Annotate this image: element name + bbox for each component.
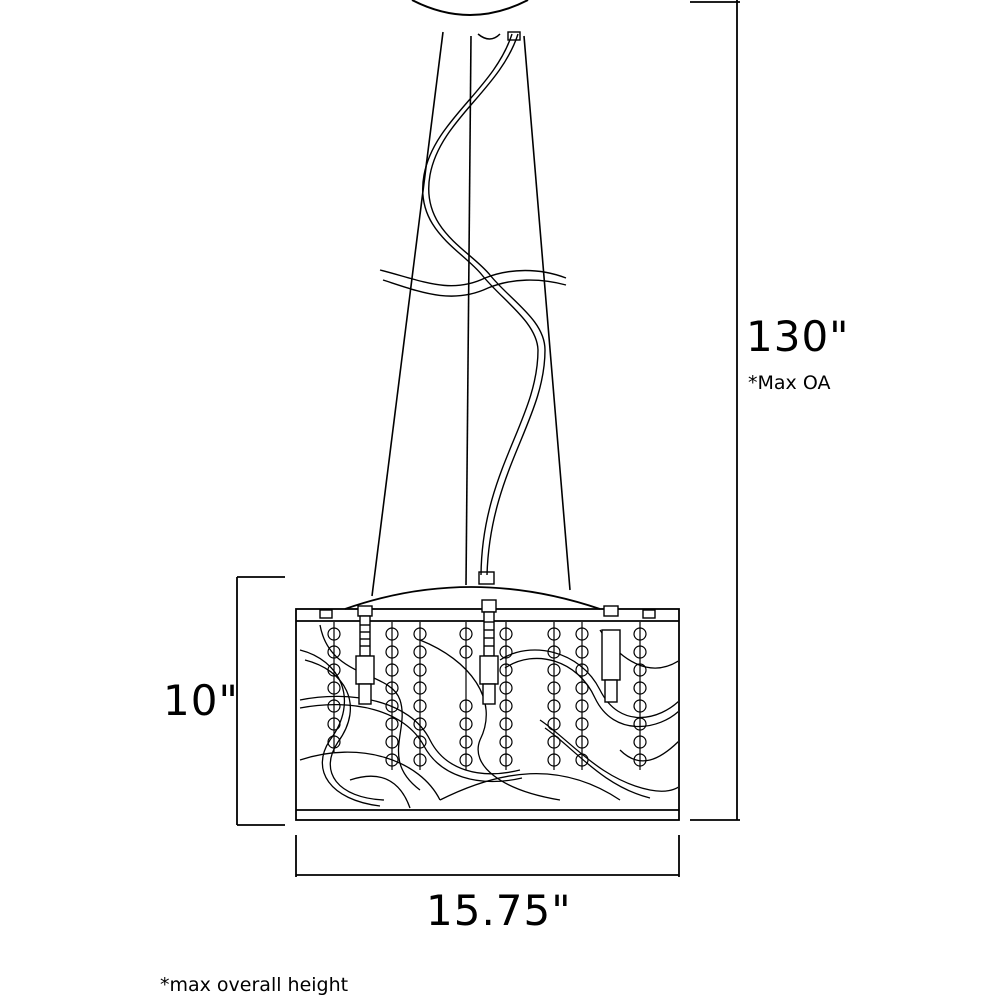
shade-dome bbox=[344, 586, 601, 610]
overall-height-note: *Max OA bbox=[748, 372, 831, 394]
bulb-sockets bbox=[319, 599, 656, 705]
socket bbox=[355, 605, 375, 705]
width-label: 15.75" bbox=[426, 886, 572, 935]
strand bbox=[459, 622, 473, 770]
crystal-strands bbox=[327, 622, 647, 770]
canopy bbox=[411, 0, 529, 16]
power-cord bbox=[379, 31, 567, 585]
suspension-cables bbox=[371, 31, 571, 597]
strand bbox=[413, 622, 427, 770]
canopy-tip bbox=[477, 33, 501, 40]
strand bbox=[633, 622, 647, 770]
socket bbox=[479, 599, 499, 705]
strand bbox=[547, 622, 561, 770]
strand bbox=[499, 622, 513, 770]
strand bbox=[575, 622, 589, 770]
strand bbox=[327, 622, 341, 752]
socket bbox=[601, 605, 621, 703]
footnote: *max overall height bbox=[160, 974, 349, 996]
overall-height-label: 130" bbox=[746, 312, 850, 361]
dimension-lines bbox=[236, 0, 740, 877]
strand bbox=[385, 622, 399, 770]
body-height-label: 10" bbox=[163, 676, 239, 725]
